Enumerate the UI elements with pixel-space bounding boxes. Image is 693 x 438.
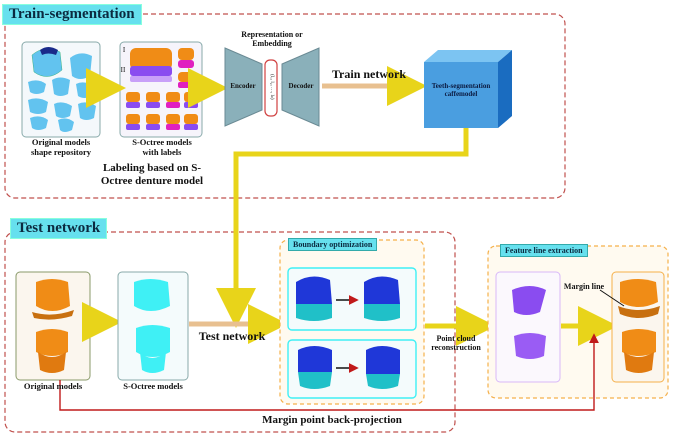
test-section-box bbox=[4, 231, 456, 433]
labeling-caption: Labeling based on S- Octree denture mode… bbox=[100, 162, 204, 187]
test-original-teeth-icon bbox=[32, 279, 74, 373]
margin-line-label: Margin line bbox=[563, 282, 605, 291]
decoder-label: Decoder bbox=[288, 82, 314, 90]
encoder-label: Encoder bbox=[230, 82, 256, 90]
point-cloud-caption: Point cloud reconstruction bbox=[431, 334, 481, 353]
feature-extraction-title: Feature line extraction bbox=[500, 244, 588, 257]
test-section-title: Test network bbox=[10, 218, 108, 239]
boundary-top-teeth bbox=[296, 276, 400, 321]
caffemodel-to-test-path bbox=[216, 128, 469, 328]
latent-vector-box bbox=[264, 59, 278, 117]
test-original-caption: Original models bbox=[23, 381, 83, 391]
original-models-teeth-icon bbox=[28, 47, 96, 132]
original-repo-caption: Original models shape repository bbox=[30, 137, 92, 157]
boundary-optimization-title: Boundary optimization bbox=[288, 238, 378, 251]
caffemodel-box bbox=[424, 50, 512, 128]
test-soctree-teeth-icon bbox=[134, 279, 170, 373]
test-soctree-caption: S-Octree models bbox=[123, 381, 183, 391]
caffemodel-label: Teeth-segmentation caffemodel bbox=[431, 82, 491, 99]
margin-line-pointer bbox=[599, 289, 625, 307]
test-network-label: Test network bbox=[198, 329, 266, 343]
roman-ii-label: II bbox=[120, 66, 126, 74]
soctree-labels-caption: S-Octree models with labels bbox=[132, 137, 192, 157]
roman-i-label: I bbox=[122, 46, 126, 54]
back-projection-label: Margin point back-projection bbox=[262, 414, 402, 426]
train-section-title: Train-segmentation bbox=[2, 4, 142, 25]
feature-left-teeth bbox=[512, 286, 546, 359]
feature-right-teeth bbox=[618, 279, 660, 373]
decoder-block bbox=[281, 47, 320, 127]
encoder-block bbox=[224, 47, 263, 127]
latent-vector-label: (l₁, l₂, …, lₙ) bbox=[268, 74, 274, 100]
boundary-bottom-teeth bbox=[298, 346, 400, 389]
representation-caption: Representation or Embedding bbox=[241, 30, 303, 49]
train-network-label: Train network bbox=[331, 67, 407, 81]
train-section-box bbox=[4, 13, 566, 199]
back-projection-path bbox=[59, 333, 599, 411]
